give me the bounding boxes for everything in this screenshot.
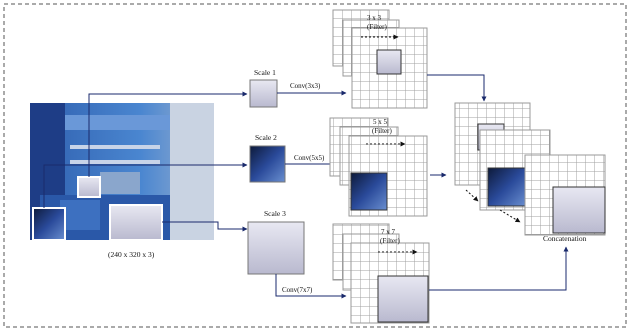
input-to-scale-arrows	[43, 91, 248, 232]
to-concat-arrows	[427, 74, 569, 291]
filter-3x3-tag: (Filter)	[367, 23, 387, 31]
concat-stack	[454, 102, 606, 236]
filter-window-5x5	[350, 172, 388, 211]
input-patch-scale2	[32, 207, 66, 241]
conv-2-label: Conv(5x5)	[294, 154, 325, 162]
filter-7x7-tag: (Filter)	[380, 237, 400, 245]
scale-3-label: Scale 3	[264, 209, 286, 218]
filter-grid-5x5	[329, 117, 428, 217]
scale-2-patch	[249, 145, 286, 183]
scale-2-label: Scale 2	[255, 133, 277, 142]
input-image	[30, 103, 214, 241]
outer-dashed-border	[3, 3, 627, 328]
concat-patch-2	[487, 167, 527, 207]
concat-patch-3	[552, 186, 606, 234]
concat-dotted-arrow-2	[499, 209, 521, 223]
input-patch-scale3	[109, 204, 163, 241]
filter-window-3x3	[376, 49, 402, 75]
filter-7x7-size: 7 x 7	[381, 228, 396, 236]
filter-window-7x7	[377, 275, 429, 323]
scale-1-patch	[249, 79, 278, 108]
filter-5x5-tag: (Filter)	[372, 127, 392, 135]
input-size-label: (240 x 320 x 3)	[108, 250, 155, 259]
filter-grid-3x3	[332, 9, 428, 109]
concat-dotted-arrow-1	[465, 189, 479, 202]
filter-5x5-size: 5 x 5	[373, 118, 388, 126]
conv-3-label: Conv(7x7)	[282, 286, 313, 294]
scale-1-label: Scale 1	[254, 68, 276, 77]
filter-3x3-size: 3 x 3	[367, 14, 382, 22]
concat-label: Concatenation	[543, 234, 587, 243]
scale-3-patch	[247, 221, 305, 275]
conv-1-label: Conv(3x3)	[290, 82, 321, 90]
input-patch-scale1	[77, 176, 101, 198]
